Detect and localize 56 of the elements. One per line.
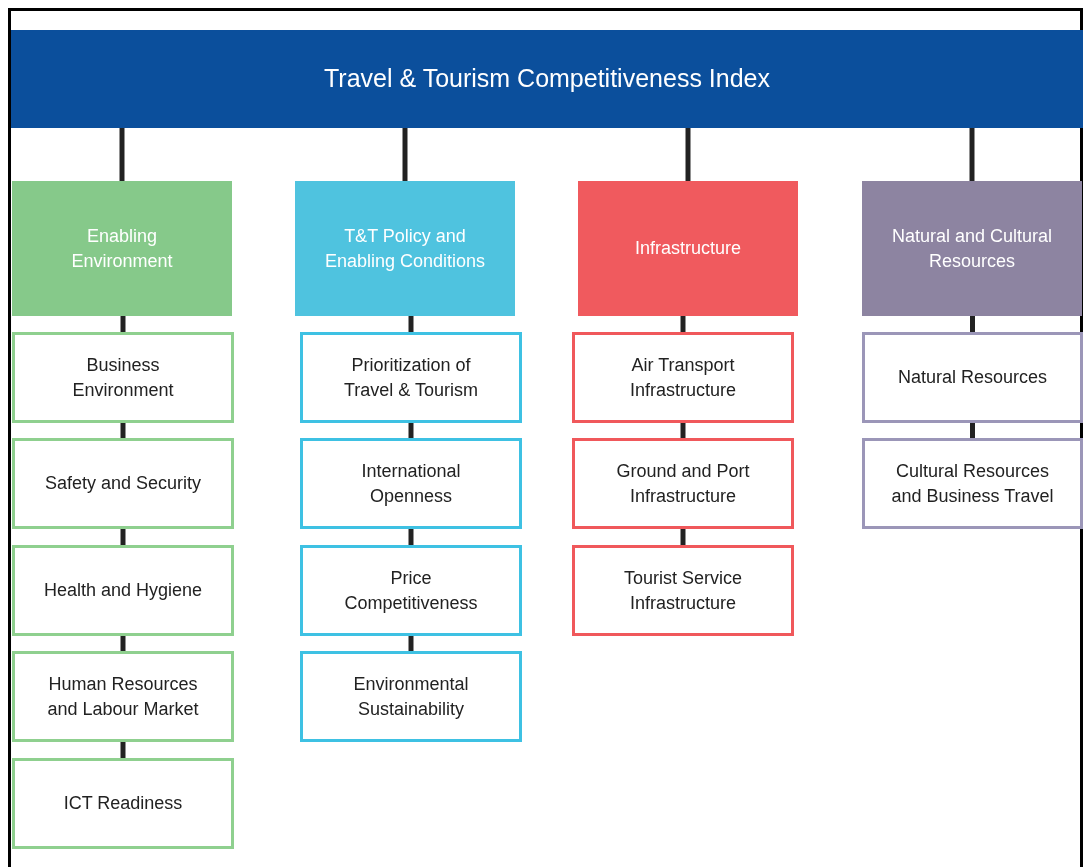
box-label: Travel & Tourism Competitiveness Index <box>324 63 770 95</box>
connector-line <box>970 316 975 332</box>
connector-line <box>408 316 414 332</box>
connector-line <box>120 529 126 545</box>
box-label: Infrastructure <box>634 237 741 261</box>
connector-line <box>680 316 686 332</box>
box-label: Ground and Port Infrastructure <box>615 460 751 508</box>
connector-line <box>408 636 414 651</box>
connector-line <box>402 128 408 181</box>
connector-line <box>120 742 126 758</box>
box-label: Human Resources and Labour Market <box>46 673 200 721</box>
box-label: Health and Hygiene <box>43 579 203 603</box>
connector-line <box>680 423 686 438</box>
box-label: Natural and Cultural Resources <box>890 225 1054 273</box>
box-label: Safety and Security <box>44 472 202 496</box>
pillar-box <box>578 181 798 316</box>
indicator-box <box>572 545 794 636</box>
indicator-box <box>862 438 1083 529</box>
indicator-box <box>12 438 234 529</box>
box-label: Business Environment <box>71 354 175 402</box>
box-label: Price Competitiveness <box>343 567 479 615</box>
indicator-box <box>300 438 522 529</box>
connector-line <box>119 128 125 181</box>
connector-line <box>408 423 414 438</box>
box-label: Enabling Environment <box>70 225 174 273</box>
box-label: ICT Readiness <box>63 792 183 816</box>
indicator-box <box>300 332 522 423</box>
connector-line <box>120 316 126 332</box>
box-label: Tourist Service Infrastructure <box>622 567 743 615</box>
indicator-box <box>862 332 1083 423</box>
connector-line <box>408 529 414 545</box>
connector-line <box>685 128 691 181</box>
box-label: Air Transport Infrastructure <box>628 354 737 402</box>
box-label: Natural Resources <box>897 366 1048 390</box>
indicator-box <box>572 332 794 423</box>
index-title-bar <box>11 30 1083 128</box>
indicator-box <box>300 545 522 636</box>
indicator-box <box>12 545 234 636</box>
box-label: T&T Policy and Enabling Conditions <box>323 225 487 273</box>
box-label: Cultural Resources and Business Travel <box>890 460 1055 508</box>
connector-line <box>120 423 126 438</box>
pillar-box <box>862 181 1082 316</box>
indicator-box <box>12 651 234 742</box>
pillar-box <box>295 181 515 316</box>
indicator-box <box>12 758 234 849</box>
box-label: International Openness <box>360 460 462 508</box>
pillar-box <box>12 181 232 316</box>
connector-line <box>680 529 686 545</box>
indicator-box <box>12 332 234 423</box>
indicator-box <box>300 651 522 742</box>
box-label: Environmental Sustainability <box>352 673 470 721</box>
indicator-box <box>572 438 794 529</box>
connector-line <box>970 423 975 438</box>
connector-line <box>120 636 126 651</box>
box-label: Prioritization of Travel & Tourism <box>342 354 479 402</box>
connector-line <box>969 128 975 181</box>
